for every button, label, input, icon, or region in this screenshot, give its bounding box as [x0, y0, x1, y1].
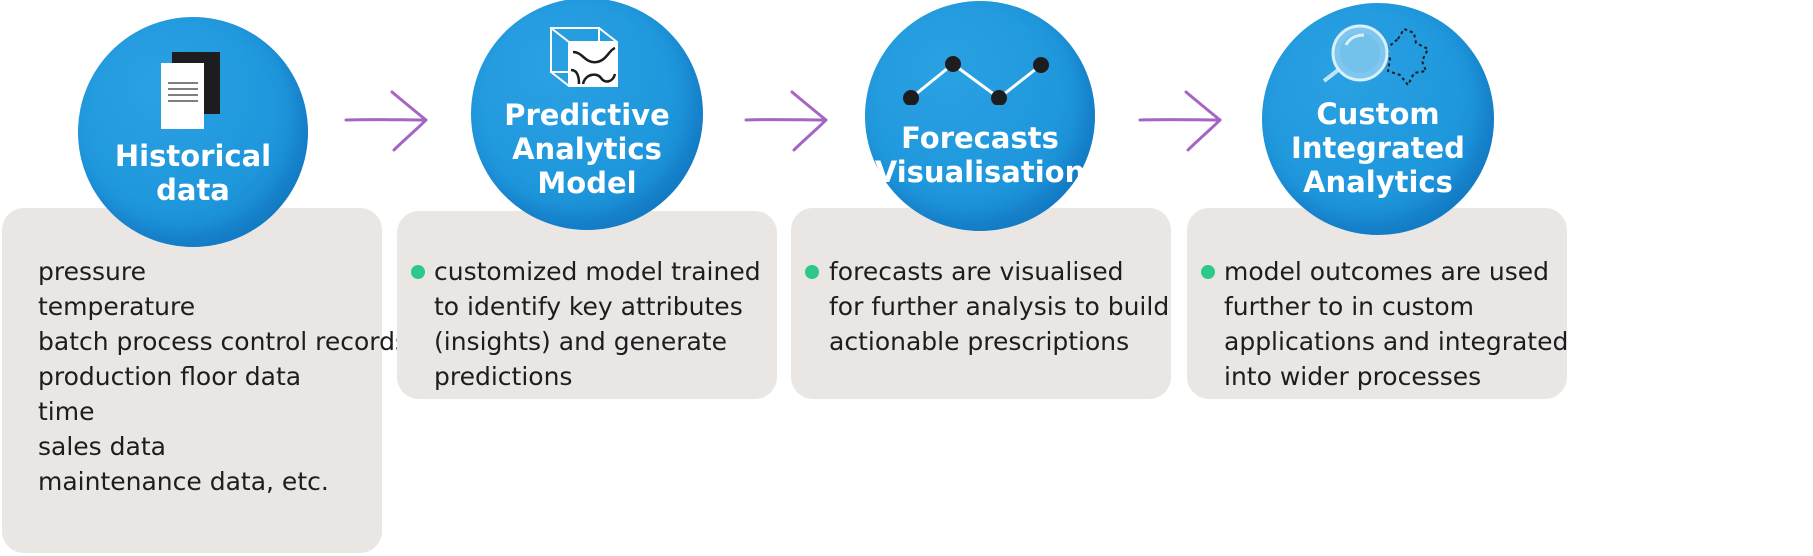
- step-2-title: Predictive Analytics Model: [471, 98, 703, 200]
- step-2-title-line: Analytics: [512, 132, 662, 166]
- arrow-right-icon: [744, 90, 828, 152]
- step-1-title-line: data: [156, 173, 230, 207]
- step-2-line: predictions: [434, 362, 573, 391]
- step-4-circle: Custom Integrated Analytics: [1262, 3, 1494, 235]
- step-1-title-line: Historical: [114, 139, 272, 173]
- step-3-bullet: [805, 265, 819, 279]
- step-3-title: Forecasts Visualisation: [865, 121, 1095, 189]
- step-4-line: further to in custom: [1224, 292, 1475, 321]
- step-4-description: model outcomes are used further to in cu…: [1224, 254, 1568, 394]
- step-1-title: Historical data: [78, 139, 308, 207]
- step-3-card: forecasts are visualised for further ana…: [791, 208, 1171, 399]
- step-4-card: model outcomes are used further to in cu…: [1187, 208, 1568, 399]
- step-4-line: model outcomes are used: [1224, 257, 1549, 286]
- step-3-line: actionable prescriptions: [829, 327, 1130, 356]
- step-1-line: time: [38, 397, 95, 426]
- step-2-title-line: Model: [537, 166, 637, 200]
- step-2-circle: Predictive Analytics Model: [471, 0, 703, 230]
- step-4-title-line: Analytics: [1303, 165, 1453, 199]
- step-1-card: pressure temperature batch process contr…: [2, 208, 408, 553]
- step-1-description: pressure temperature batch process contr…: [38, 254, 408, 499]
- cube-icon: [550, 27, 618, 87]
- step-3-description: forecasts are visualised for further ana…: [829, 254, 1169, 359]
- step-2-description: customized model trained to identify key…: [434, 254, 761, 394]
- step-1-line: pressure: [38, 257, 146, 286]
- step-4-line: into wider processes: [1224, 362, 1482, 391]
- step-2-line: (insights) and generate: [434, 327, 727, 356]
- arrow-right-icon: [344, 90, 428, 152]
- step-1-circle: Historical data: [78, 17, 308, 247]
- step-1-line: sales data: [38, 432, 166, 461]
- step-2-line: customized model trained: [434, 257, 761, 286]
- step-2-bullet: [411, 265, 425, 279]
- step-4-title-line: Custom: [1316, 97, 1440, 131]
- step-4-bullet: [1201, 265, 1215, 279]
- step-4-title: Custom Integrated Analytics: [1262, 97, 1494, 199]
- magnifier-map-icon: [1322, 24, 1430, 87]
- step-1-line: production floor data: [38, 362, 302, 391]
- step-1-line: maintenance data, etc.: [38, 467, 329, 496]
- step-3-title-line: Visualisation: [874, 155, 1086, 189]
- step-3-line: for further analysis to build: [829, 292, 1170, 321]
- step-4-line: applications and integrated: [1224, 327, 1569, 356]
- step-1-line: batch process control records: [38, 327, 409, 356]
- document-icon: [161, 52, 220, 129]
- step-2-card: customized model trained to identify key…: [397, 211, 777, 399]
- line-chart-icon: [903, 56, 1049, 105]
- step-3-circle: Forecasts Visualisation: [865, 1, 1095, 231]
- step-2-title-line: Predictive: [504, 98, 670, 132]
- step-3-title-line: Forecasts: [901, 121, 1059, 155]
- step-1-line: temperature: [38, 292, 196, 321]
- step-4-title-line: Integrated: [1291, 131, 1465, 165]
- step-2-line: to identify key attributes: [434, 292, 743, 321]
- arrow-right-icon: [1138, 90, 1222, 152]
- step-3-line: forecasts are visualised: [829, 257, 1124, 286]
